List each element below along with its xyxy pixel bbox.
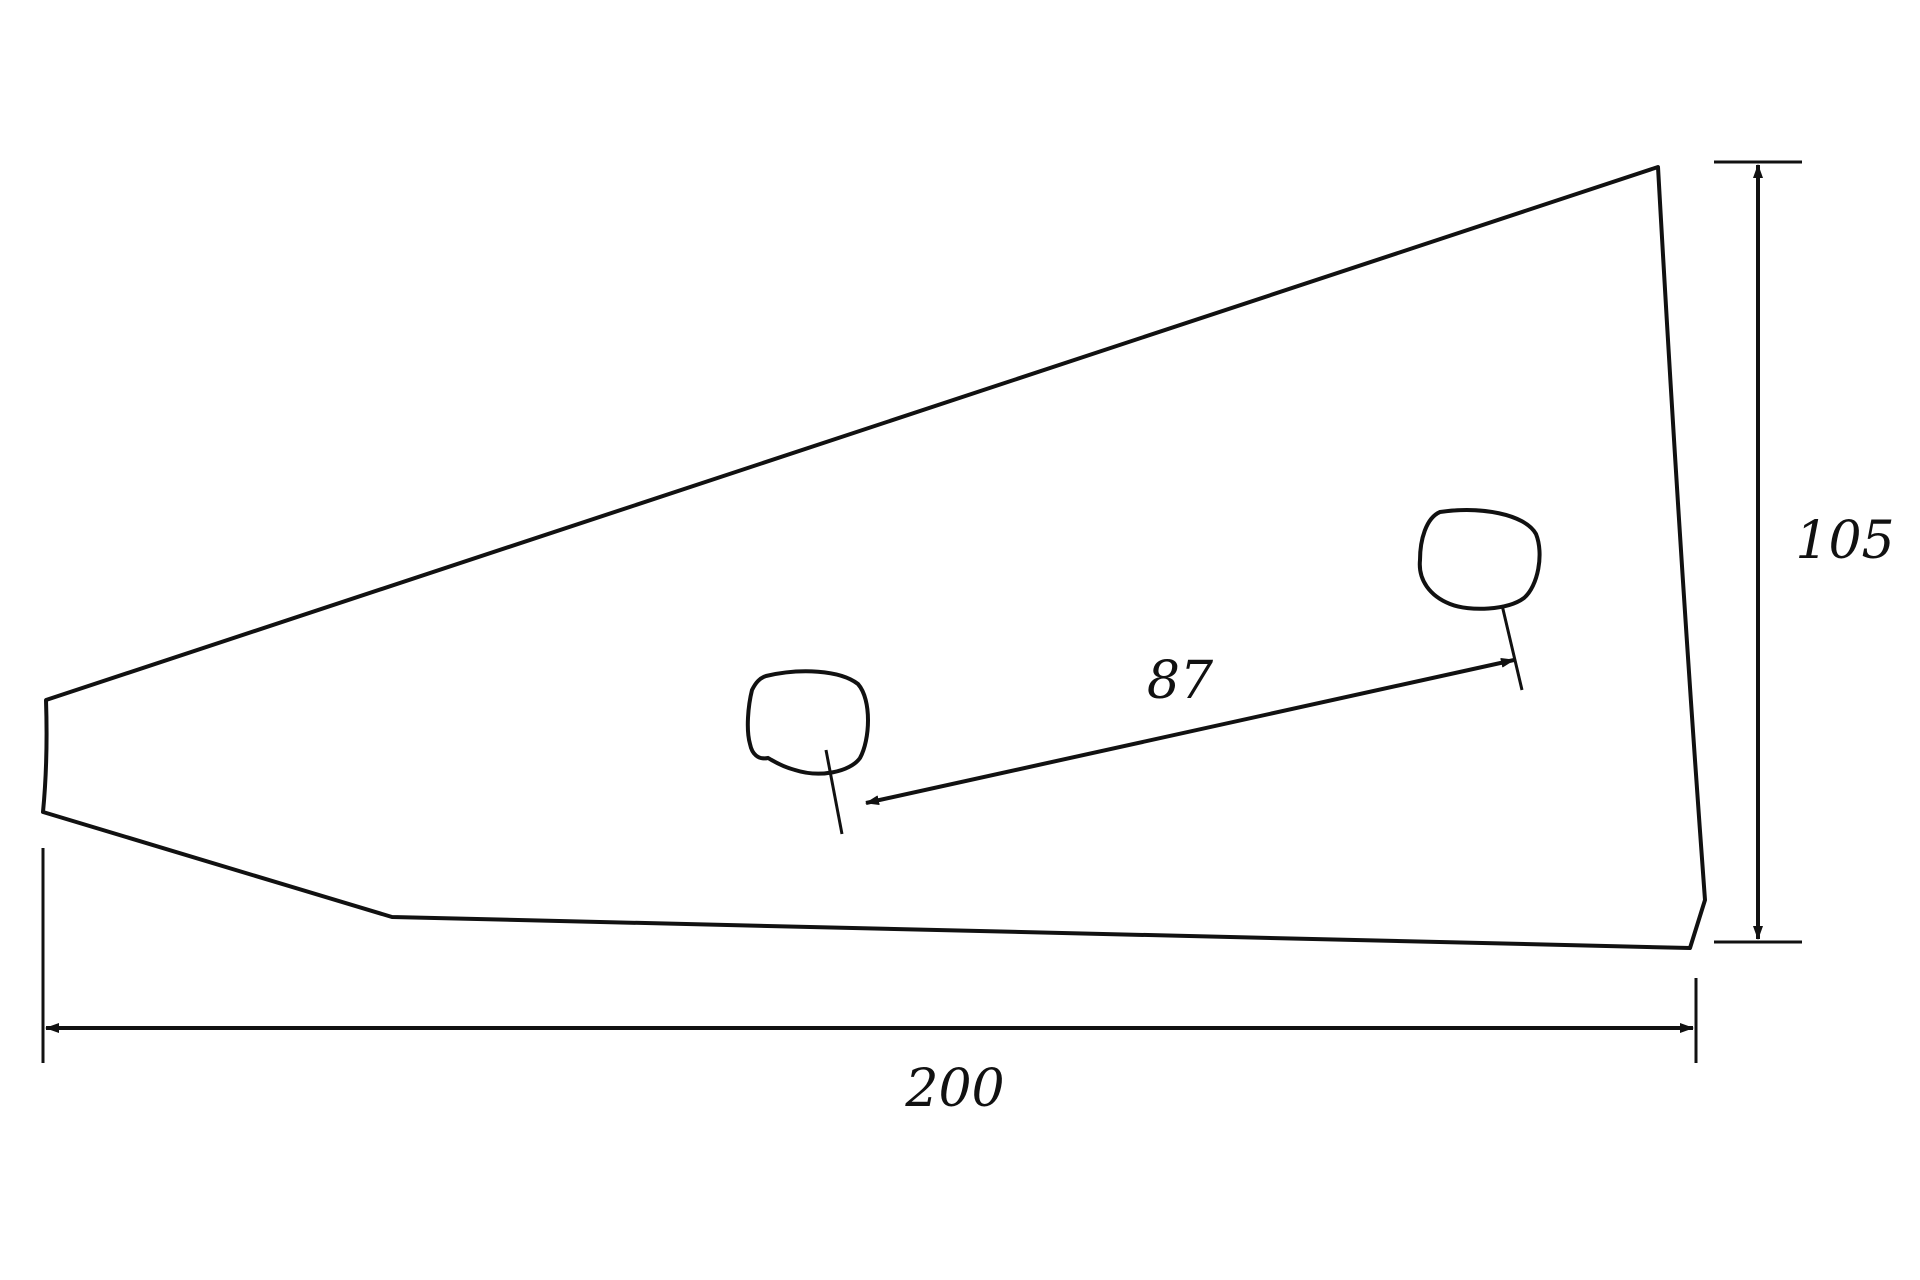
- hole-extension-line-right: [1500, 604, 1524, 691]
- hole-extension-line-left: [824, 749, 844, 835]
- hole-spacing-dimension-line: [865, 657, 1515, 806]
- right-mounting-hole: [1417, 508, 1542, 611]
- overall-height-label: 105: [1795, 511, 1894, 571]
- blade-outline: [41, 165, 1707, 950]
- hole-spacing-label: 87: [1147, 651, 1214, 711]
- overall-length-label: 200: [904, 1059, 1004, 1119]
- left-mounting-hole: [745, 669, 870, 776]
